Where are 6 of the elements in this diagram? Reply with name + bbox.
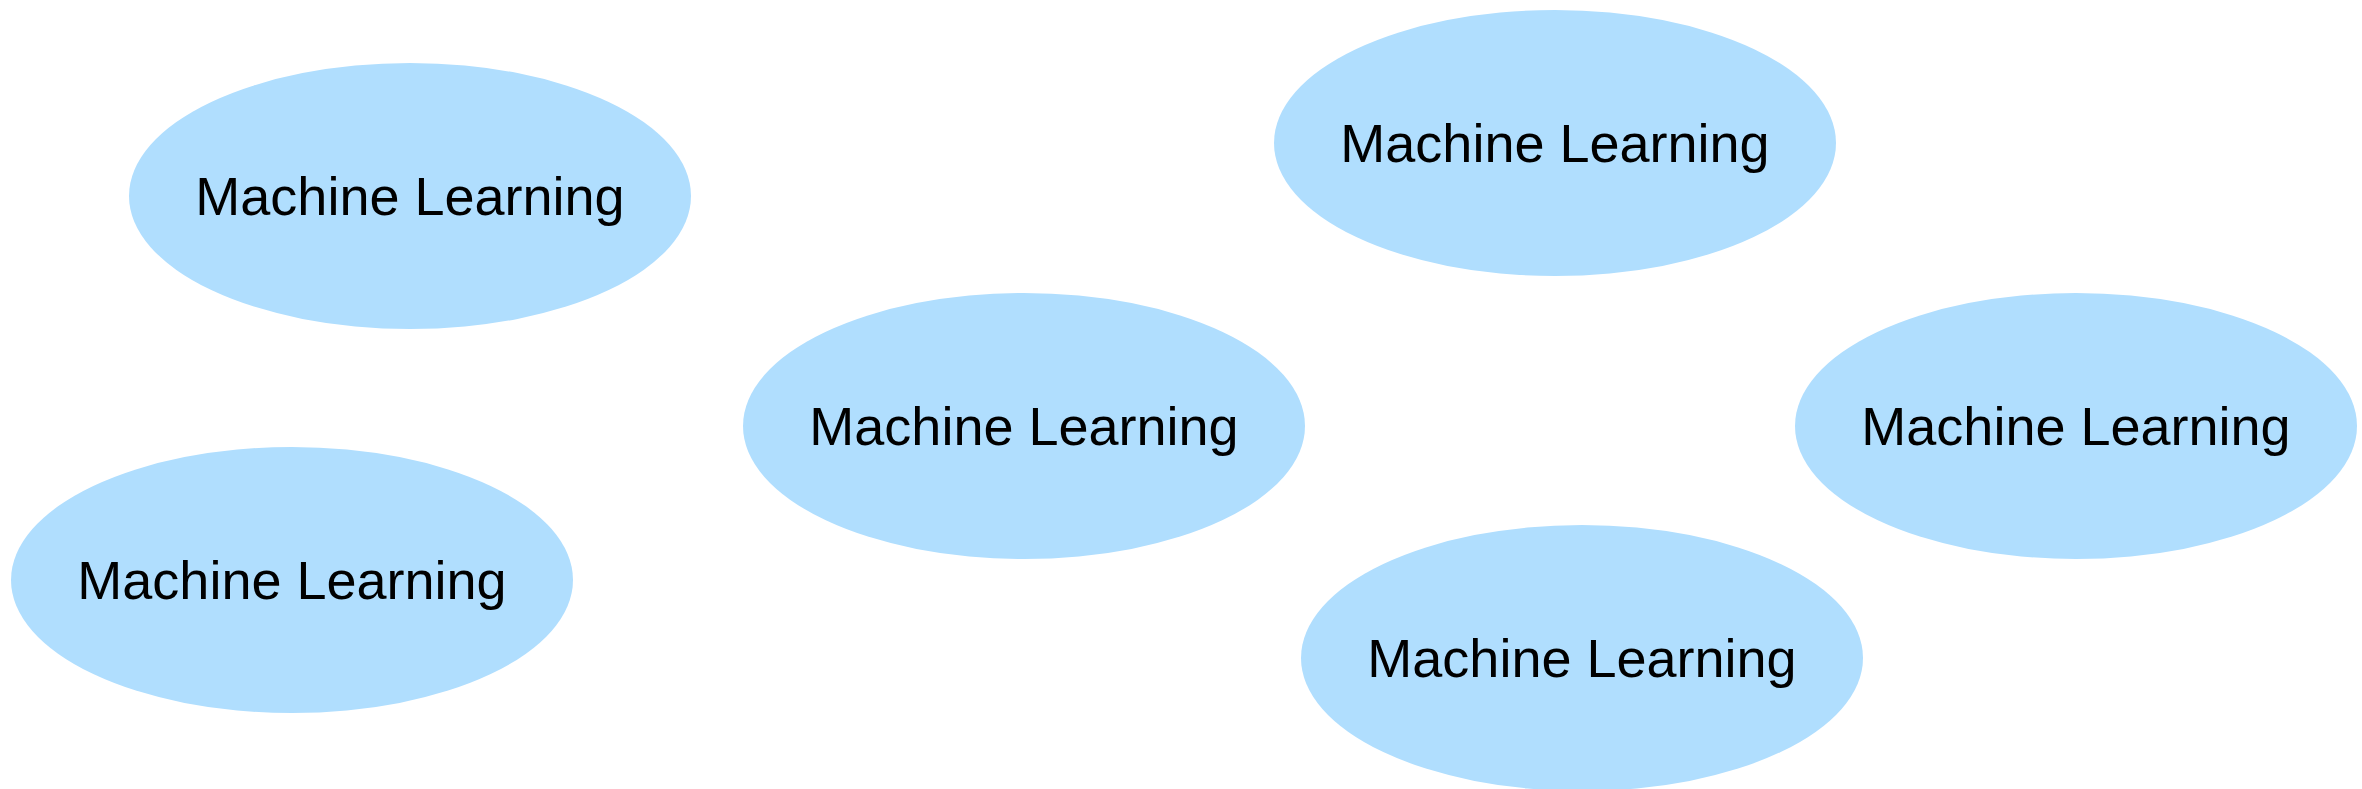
node-label: Machine Learning [809, 395, 1239, 457]
node-label: Machine Learning [1340, 112, 1770, 174]
node-label: Machine Learning [1861, 395, 2291, 457]
node-label: Machine Learning [195, 165, 625, 227]
node-label: Machine Learning [77, 549, 507, 611]
node-label: Machine Learning [1367, 627, 1797, 689]
